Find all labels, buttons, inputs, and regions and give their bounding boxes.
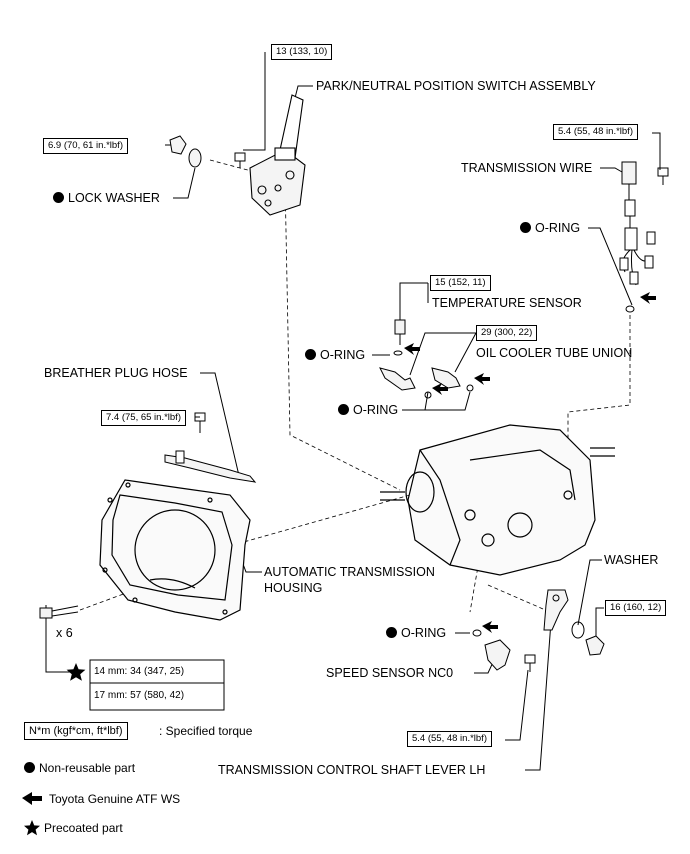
pnp-small-parts [169, 135, 246, 168]
leader-lines [45, 52, 661, 771]
label-bolt-qty: x 6 [56, 626, 73, 640]
non-reusable-dot-icon [338, 404, 349, 415]
label-control-shaft-lever: TRANSMISSION CONTROL SHAFT LEVER LH [218, 763, 486, 777]
torque-housing-17mm: 17 mm: 57 (580, 42) [94, 690, 185, 701]
precoat-torque-frame [89, 659, 225, 711]
label-park-neutral-switch: PARK/NEUTRAL POSITION SWITCH ASSEMBLY [316, 79, 596, 93]
speed-sensor-drawing [472, 589, 605, 672]
non-reusable-dot-icon [386, 627, 397, 638]
label-temperature-sensor: TEMPERATURE SENSOR [432, 296, 582, 310]
torque-speed-sensor-bolt: 5.4 (55, 48 in.*lbf) [407, 731, 492, 747]
torque-lock-washer-nut: 6.9 (70, 61 in.*lbf) [43, 138, 128, 154]
housing-bolt-drawing [39, 605, 79, 619]
torque-housing-14mm: 14 mm: 34 (347, 25) [94, 666, 185, 677]
torque-lever-nut: 16 (160, 12) [605, 600, 667, 616]
non-reusable-dot-icon [24, 762, 35, 773]
torque-wire-bolt: 5.4 (55, 48 in.*lbf) [553, 124, 638, 140]
label-washer: WASHER [604, 553, 659, 567]
atf-arrows [22, 292, 656, 805]
label-o-ring-union: O-RING [338, 403, 398, 417]
torque-pnp-bolt: 13 (133, 10) [271, 44, 333, 60]
breather-hose-drawing [164, 412, 257, 483]
torque-breather-bolt: 7.4 (75, 65 in.*lbf) [101, 410, 186, 426]
star-icons [24, 663, 86, 836]
label-o-ring-wire: O-RING [520, 221, 580, 235]
label-at-housing-2: HOUSING [264, 581, 323, 595]
label-breather-plug-hose: BREATHER PLUG HOSE [44, 366, 188, 380]
label-oil-cooler-tube-union: OIL COOLER TUBE UNION [476, 346, 633, 360]
non-reusable-dot-icon [305, 349, 316, 360]
label-at-housing-1: AUTOMATIC TRANSMISSION [264, 565, 435, 579]
legend-torque-unit: N*m (kgf*cm, ft*lbf) [24, 722, 128, 740]
at-housing-drawing [99, 479, 251, 621]
temp-sensor-union-drawing [379, 319, 474, 399]
torque-temp-sensor: 15 (152, 11) [430, 275, 491, 291]
label-transmission-wire: TRANSMISSION WIRE [461, 161, 593, 175]
label-o-ring-temp: O-RING [305, 348, 365, 362]
legend-non-reusable: Non-reusable part [24, 761, 135, 775]
label-o-ring-speed: O-RING [386, 626, 446, 640]
legend-precoated: Precoated part [44, 821, 123, 835]
park-neutral-switch-drawing [249, 94, 306, 216]
transmission-case-drawing [380, 424, 615, 576]
legend-torque-desc: : Specified torque [159, 724, 253, 738]
torque-union: 29 (300, 22) [476, 325, 538, 341]
label-speed-sensor: SPEED SENSOR NC0 [326, 666, 454, 680]
transmission-wire-drawing [619, 161, 669, 313]
label-lock-washer: LOCK WASHER [53, 191, 160, 205]
non-reusable-dot-icon [53, 192, 64, 203]
legend-atf: Toyota Genuine ATF WS [49, 792, 181, 806]
non-reusable-dot-icon [520, 222, 531, 233]
